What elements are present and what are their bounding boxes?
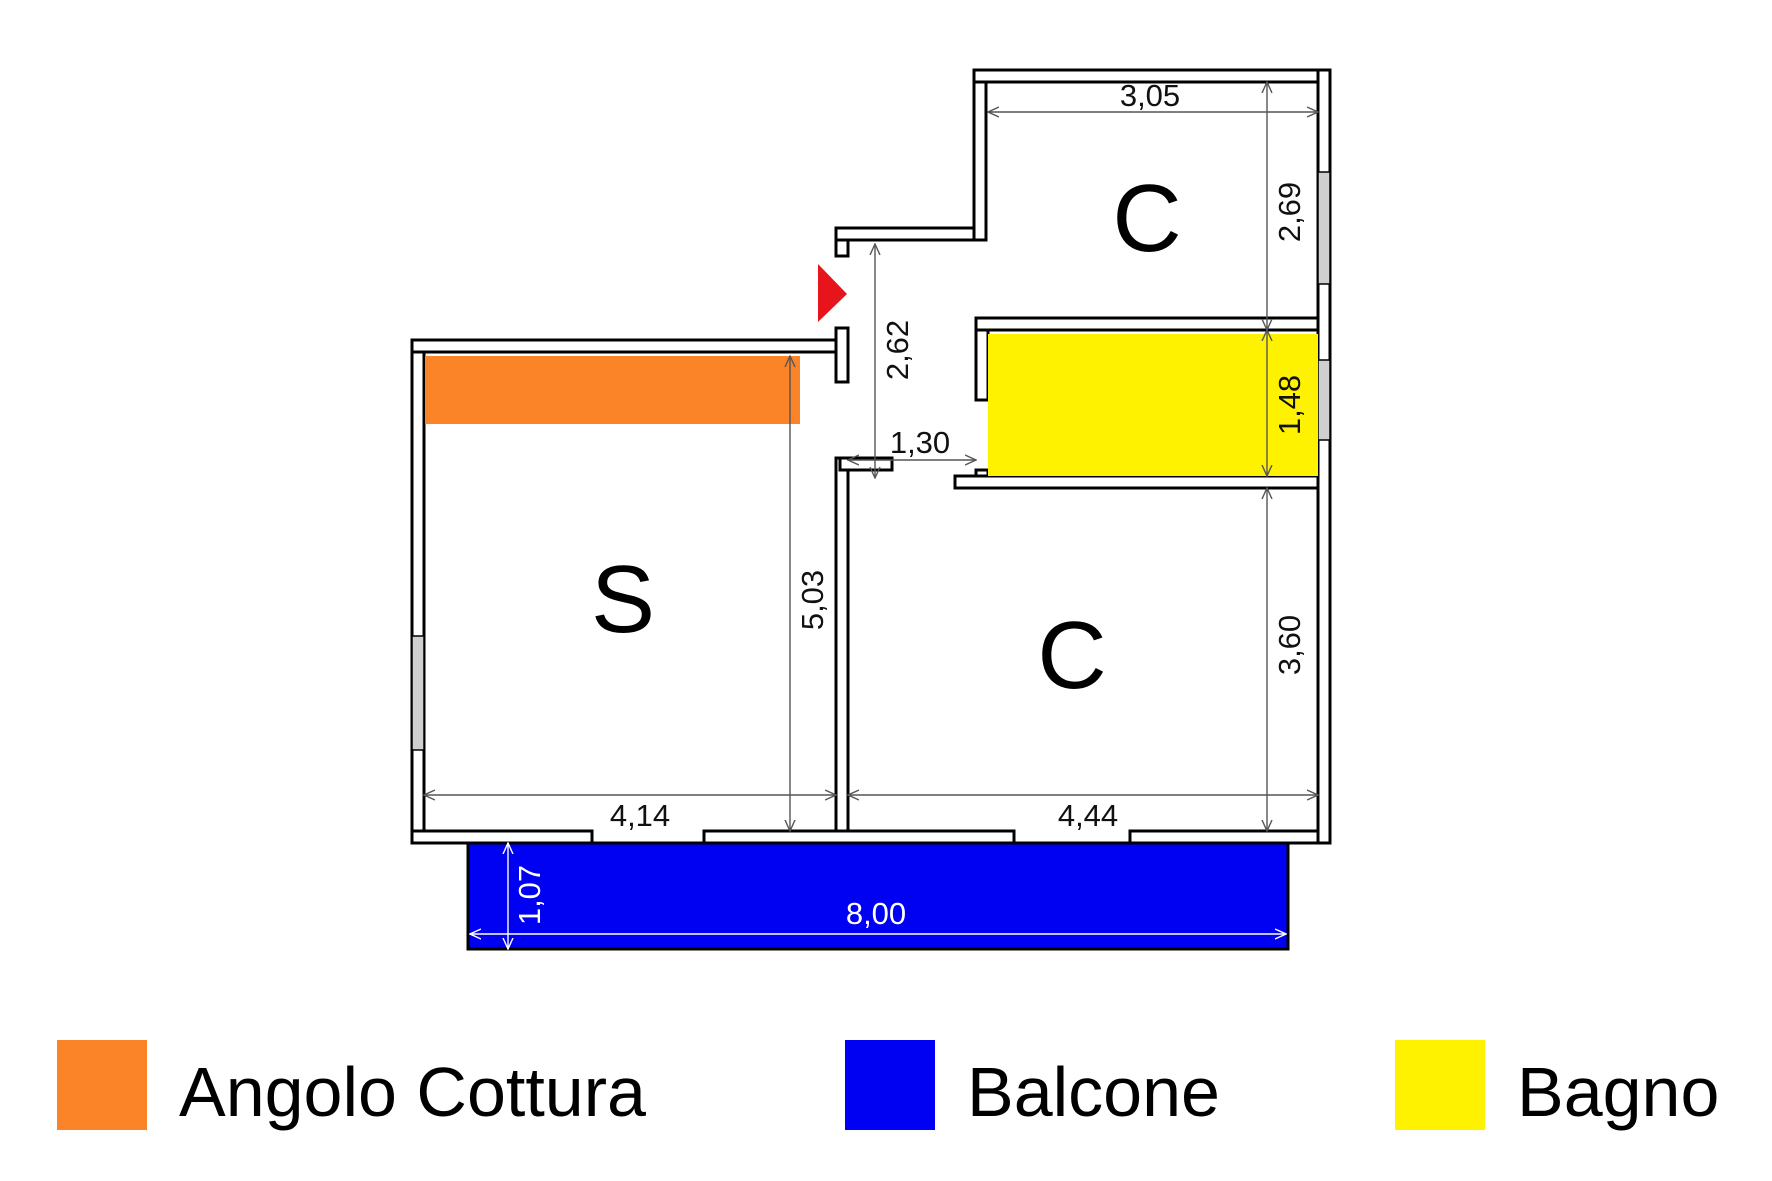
dim-balcony-depth: 1,07 xyxy=(512,865,547,925)
dim-bottom-bedroom-width: 4,44 xyxy=(1058,798,1118,833)
bathroom-swatch-icon xyxy=(1395,1040,1485,1130)
dim-hall-width: 1,30 xyxy=(890,425,950,460)
dim-bottom-bedroom-depth: 3,60 xyxy=(1272,615,1307,675)
dim-living-depth: 5,03 xyxy=(795,570,830,630)
room-label-living: S xyxy=(591,546,655,653)
room-label-bedroom-bottom: C xyxy=(1037,602,1106,709)
dim-balcony-width: 8,00 xyxy=(846,896,906,931)
dim-living-width: 4,14 xyxy=(610,798,670,833)
dim-top-bedroom-width: 3,05 xyxy=(1120,78,1180,113)
room-label-bedroom-top: C xyxy=(1112,165,1181,272)
entrance-marker xyxy=(818,264,847,322)
legend-label: Angolo Cottura xyxy=(179,1053,646,1131)
dim-hall-depth: 2,62 xyxy=(880,320,915,380)
legend-label: Bagno xyxy=(1517,1053,1720,1131)
dim-bathroom-depth: 1,48 xyxy=(1272,375,1307,435)
legend-label: Balcone xyxy=(967,1053,1220,1131)
bathroom-area xyxy=(988,334,1318,476)
kitchen-swatch-icon xyxy=(57,1040,147,1130)
windows xyxy=(411,171,1331,751)
kitchen-area xyxy=(425,356,800,424)
dimension-lines xyxy=(424,82,1318,949)
dim-top-bedroom-depth: 2,69 xyxy=(1272,182,1307,242)
balcony-swatch-icon xyxy=(845,1040,935,1130)
